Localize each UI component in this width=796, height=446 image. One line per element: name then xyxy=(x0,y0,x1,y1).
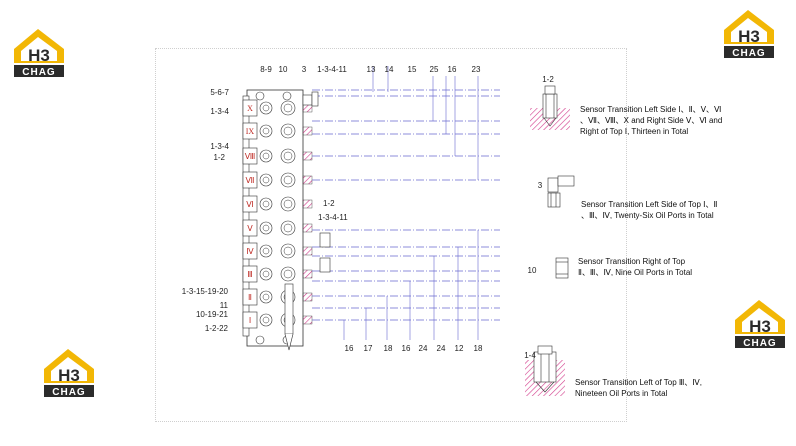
legend-caption-line: 、Ⅶ、Ⅷ、Ⅹ and Right Side Ⅴ、Ⅵ and xyxy=(580,116,722,125)
part-callout: 1-2 xyxy=(213,153,225,162)
part-callout: 16 xyxy=(345,344,354,353)
part-callout: 18 xyxy=(474,344,483,353)
logo-mark: H3 xyxy=(58,366,80,385)
legend-caption-line: Sensor Transition Right of Top xyxy=(578,257,686,266)
part-callout: 25 xyxy=(430,65,439,74)
legend-caption-line: 、Ⅲ、Ⅳ, Twenty-Six Oil Ports in Total xyxy=(581,211,714,220)
legend-part-number: 1-2 xyxy=(542,75,554,84)
legend-part-number: 3 xyxy=(538,181,543,190)
valve-section: Ⅵ xyxy=(242,195,313,213)
part-callout: 16 xyxy=(448,65,457,74)
part-callout: 14 xyxy=(385,65,394,74)
section-roman-label: Ⅴ xyxy=(247,224,253,233)
section-roman-label: Ⅵ xyxy=(246,200,253,209)
valve-section: Ⅶ xyxy=(242,171,313,189)
logo-mark: H3 xyxy=(28,46,50,65)
section-roman-label: Ⅰ xyxy=(249,316,251,325)
valve-section: IX xyxy=(242,122,313,140)
section-roman-label: Ⅷ xyxy=(245,152,256,161)
part-callout: 15 xyxy=(408,65,417,74)
part-callout: 3 xyxy=(302,65,307,74)
legend-caption-line: Sensor Transition Left Side Ⅰ、Ⅱ、Ⅴ、Ⅵ xyxy=(580,105,721,114)
part-callout: 10-19-21 xyxy=(196,310,229,319)
fitting-1-2-icon xyxy=(530,85,570,130)
part-callout: 1-3-4-11 xyxy=(317,65,347,74)
logo-word: CHAG xyxy=(22,67,55,78)
section-roman-label: IX xyxy=(246,127,255,136)
section-roman-label: Ⅶ xyxy=(246,176,255,185)
valve-section: Ⅷ xyxy=(242,147,313,165)
logo-word: CHAG xyxy=(52,387,85,398)
part-callout: 13 xyxy=(367,65,376,74)
fitting-1-4-icon xyxy=(525,345,565,396)
legend-part-number: 1-4 xyxy=(524,351,536,360)
legend-part-number: 10 xyxy=(528,266,537,275)
part-callout: 8-9 xyxy=(260,65,272,74)
part-callout: 24 xyxy=(419,344,428,353)
part-callout: 18 xyxy=(384,344,393,353)
valve-section: Ⅳ xyxy=(242,242,313,260)
part-callout: 11 xyxy=(220,301,229,310)
fitting-3-icon xyxy=(547,175,575,208)
legend-caption-line: Sensor Transition Left of Top Ⅲ、Ⅳ, xyxy=(575,378,702,387)
valve-section: Ⅲ xyxy=(242,265,313,283)
part-callout: 1-3-15-19-20 xyxy=(182,287,229,296)
part-callout: 17 xyxy=(364,344,373,353)
legend-caption-line: Nineteen Oil Ports in Total xyxy=(575,389,668,398)
valve-section: Ⅴ xyxy=(242,219,313,237)
fitting-10-icon xyxy=(555,257,569,279)
section-roman-label: X xyxy=(247,104,253,113)
part-callout: 1-2-22 xyxy=(205,324,229,333)
logo-mark: H3 xyxy=(738,27,760,46)
part-callout: 23 xyxy=(472,65,481,74)
legend-caption-line: Ⅱ、Ⅲ、Ⅳ, Nine Oil Ports in Total xyxy=(578,268,692,277)
part-callout: 10 xyxy=(279,65,288,74)
section-roman-label: Ⅲ xyxy=(247,270,253,279)
drawing-frame xyxy=(155,48,627,422)
section-roman-label: Ⅳ xyxy=(246,247,254,256)
logo-word: CHAG xyxy=(732,48,765,59)
part-callout: 1-3-4 xyxy=(210,142,229,151)
part-callout: 1-3-4-11 xyxy=(318,213,348,222)
part-callout: 5-6-7 xyxy=(210,88,229,97)
part-callout: 1-3-4 xyxy=(210,107,229,116)
section-roman-label: Ⅱ xyxy=(248,293,252,302)
legend-caption-line: Sensor Transition Left Side of Top Ⅰ、Ⅱ xyxy=(581,200,718,209)
legend-caption-line: Right of Top Ⅰ, Thirteen in Total xyxy=(580,127,688,136)
logo-word: CHAG xyxy=(743,338,776,349)
logo-mark: H3 xyxy=(749,317,771,336)
part-callout: 16 xyxy=(402,344,411,353)
part-callout: 1-2 xyxy=(323,199,335,208)
valve-section: X xyxy=(242,99,313,117)
part-callout: 12 xyxy=(455,344,464,353)
part-callout: 24 xyxy=(437,344,446,353)
